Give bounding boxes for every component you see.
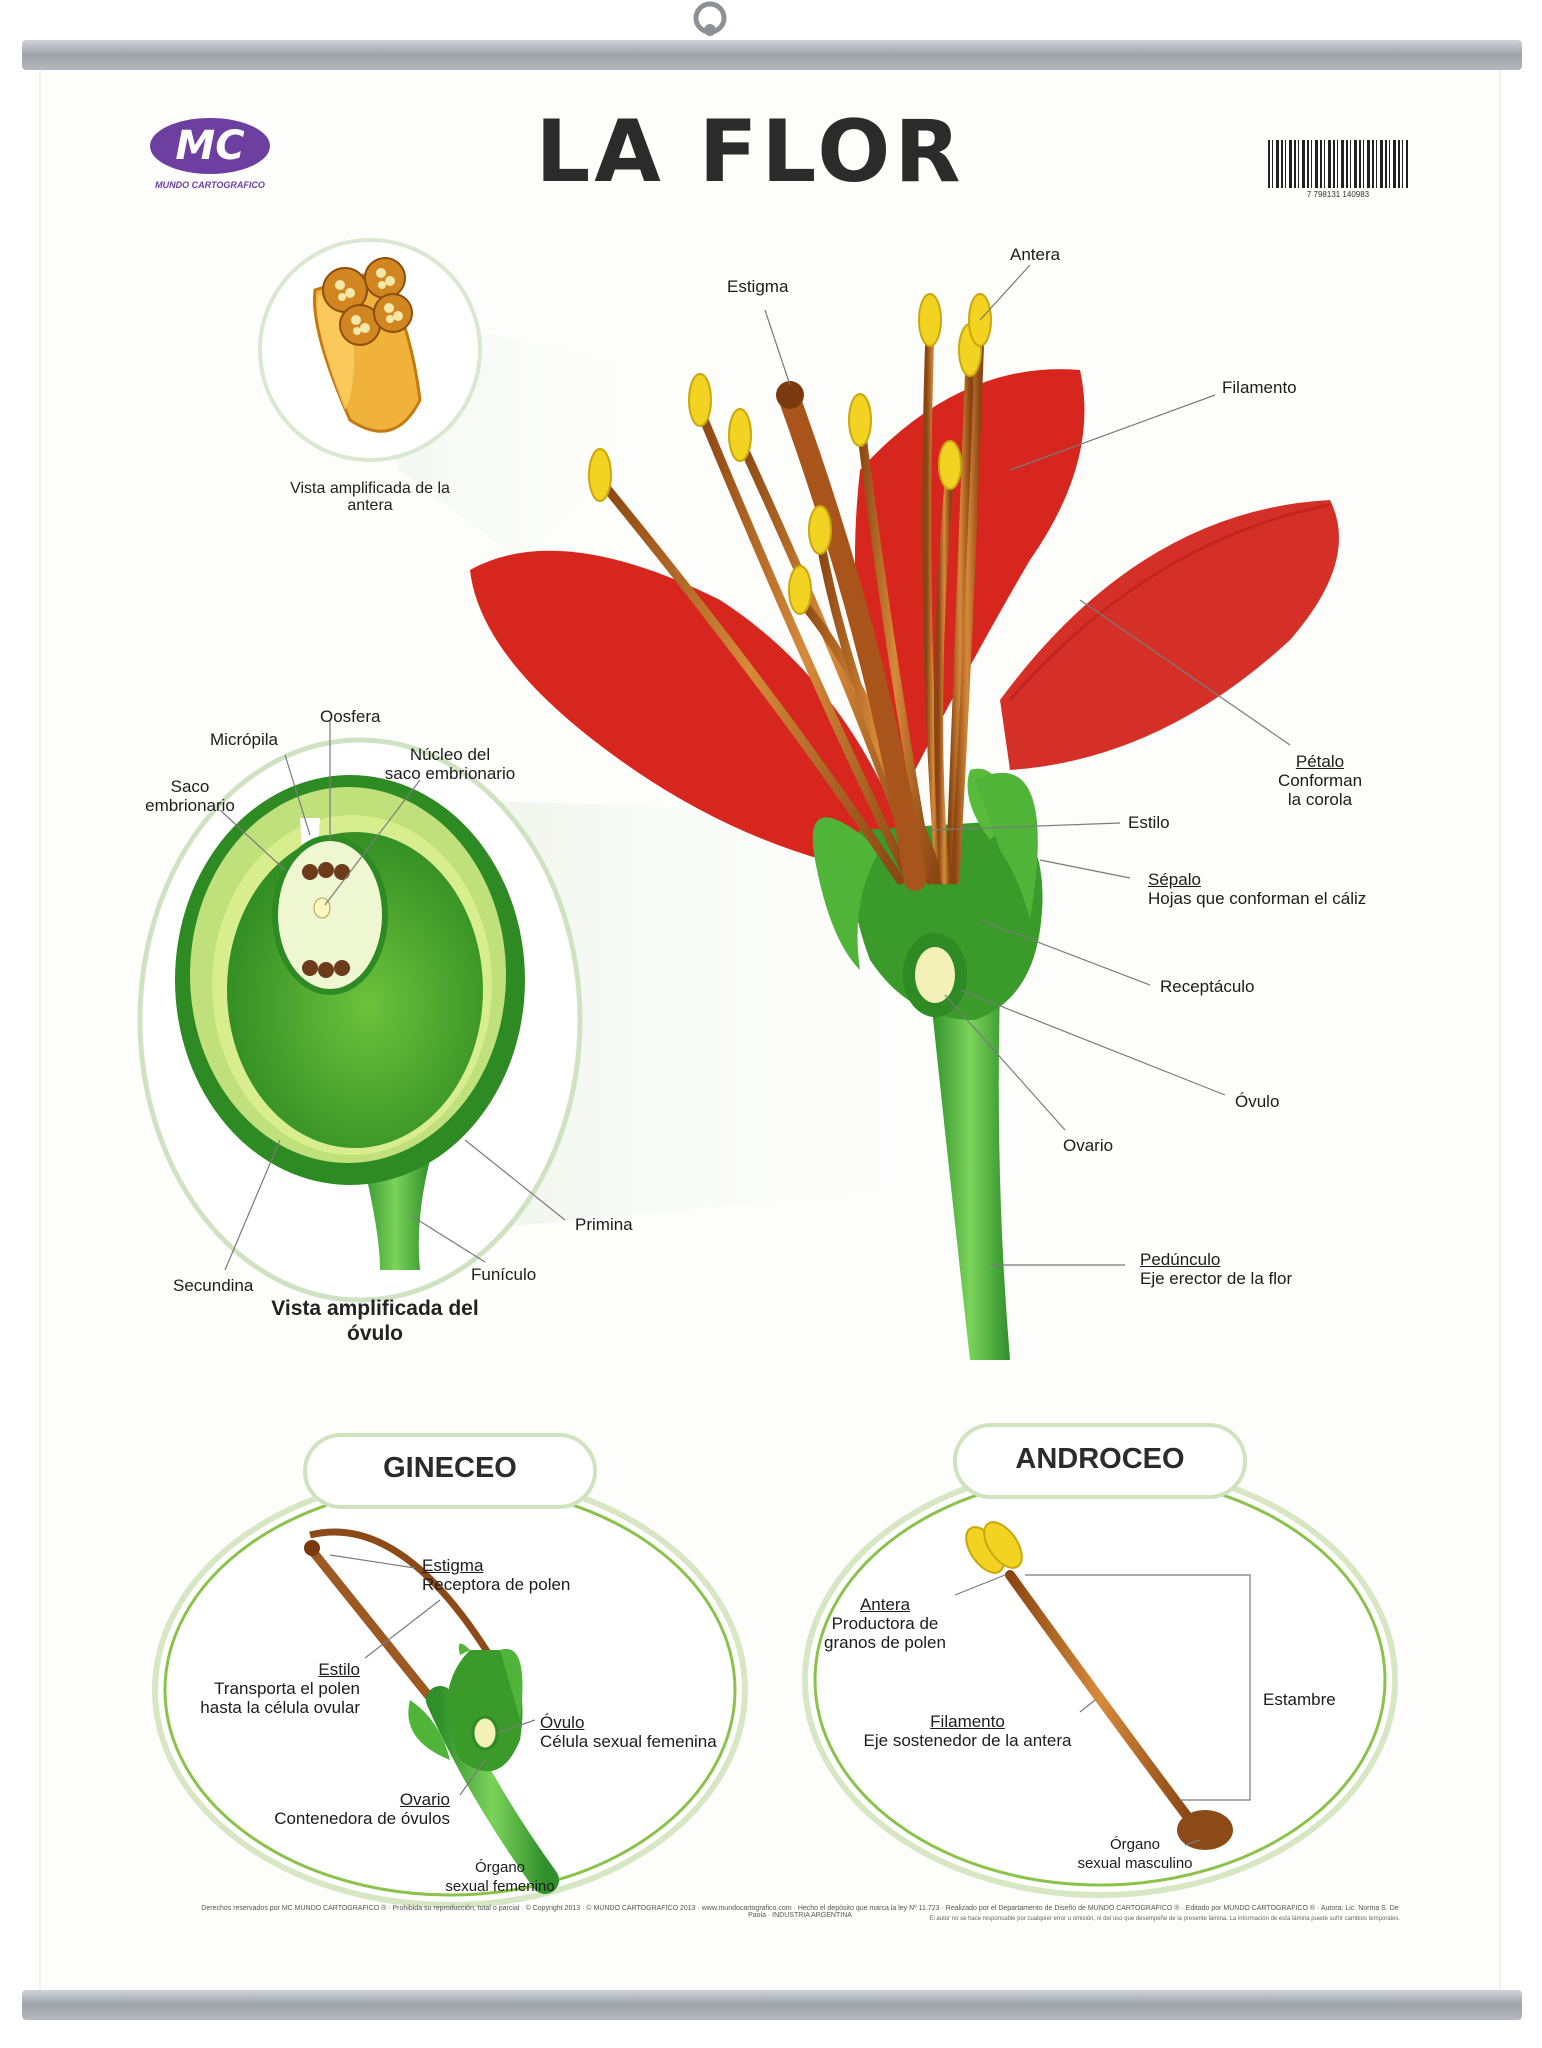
label-saco: Saco embrionario [145, 777, 235, 815]
label-filamento: Filamento [1222, 378, 1297, 397]
hanger-icon [693, 1, 727, 36]
anther-caption: Vista amplificada de la antera [290, 480, 450, 514]
footer-disclaimer: El autor no se hace responsable por cual… [929, 1916, 1400, 1922]
bottom-roller-bar [22, 1990, 1522, 2020]
anther-magnified-view [258, 238, 700, 560]
page-title: LA FLOR [535, 102, 965, 202]
label-ovario: Ovario [1063, 1136, 1114, 1155]
barcode-number: 7 798131 140983 [1306, 190, 1370, 199]
gineceo-title: GINECEO [383, 1452, 517, 1484]
androceo-panel [802, 1423, 1398, 1898]
label-gineceo-estilo: Estilo Transporta el polen hasta la célu… [200, 1660, 360, 1717]
label-gineceo-organo: Órgano sexual femenino [445, 1859, 555, 1895]
label-petalo: Pétalo Conforman la corola [1270, 752, 1370, 809]
label-gineceo-ovario: Ovario Contenedora de óvulos [274, 1790, 450, 1828]
label-estilo: Estilo [1128, 813, 1170, 832]
flower-leader-lines [764, 264, 1291, 1266]
label-pedunculo: Pedúnculo Eje erector de la flor [1140, 1250, 1293, 1288]
logo-mark: MC [150, 118, 270, 174]
label-pedunculo-title: Pedúnculo [1140, 1250, 1221, 1269]
barcode-icon: 7 798131 140983 [1268, 130, 1408, 202]
label-gineceo-ovulo: Óvulo Célula sexual femenina [540, 1713, 717, 1751]
label-oosfera: Oosfera [320, 707, 381, 726]
label-estigma: Estigma [727, 277, 789, 296]
label-secundina: Secundina [173, 1276, 254, 1295]
label-androceo-organo: Órgano sexual masculino [1077, 1836, 1193, 1872]
barcode-bars [1268, 140, 1408, 188]
label-nucleo: Núcleo del saco embrionario [384, 745, 516, 783]
label-funiculo: Funículo [471, 1265, 537, 1284]
label-antera: Antera [1010, 245, 1061, 264]
logo-name: MUNDO CARTOGRAFICO [155, 180, 265, 190]
label-androceo-antera: Antera Productora de granos de polen [824, 1595, 946, 1652]
ovule-caption: Vista amplificada del óvulo [271, 1297, 479, 1345]
label-ovulo: Óvulo [1235, 1092, 1280, 1111]
footer-copyright: Derechos reservados por MC MUNDO CARTOGR… [201, 1905, 1399, 1919]
androceo-title: ANDROCEO [1015, 1443, 1185, 1475]
gineceo-panel [152, 1433, 748, 1908]
mundo-cartografico-logo: MC MUNDO CARTOGRAFICO [140, 118, 280, 198]
ovule-leader-lines [219, 720, 566, 1271]
label-gineceo-estigma: Estigma Receptora de polen [422, 1556, 571, 1594]
label-sepalo-title: Sépalo [1148, 870, 1201, 889]
top-roller-bar [22, 40, 1522, 70]
label-androceo-filamento: Filamento Eje sostenedor de la antera [863, 1712, 1072, 1750]
label-primina: Primina [575, 1215, 633, 1234]
label-receptaculo: Receptáculo [1160, 977, 1255, 996]
flower-illustration [470, 293, 1339, 1360]
label-micropila: Micrópila [210, 730, 279, 749]
label-estambre: Estambre [1263, 1690, 1336, 1709]
label-petalo-title: Pétalo [1295, 752, 1345, 771]
label-sepalo: Sépalo Hojas que conforman el cáliz [1148, 870, 1367, 908]
